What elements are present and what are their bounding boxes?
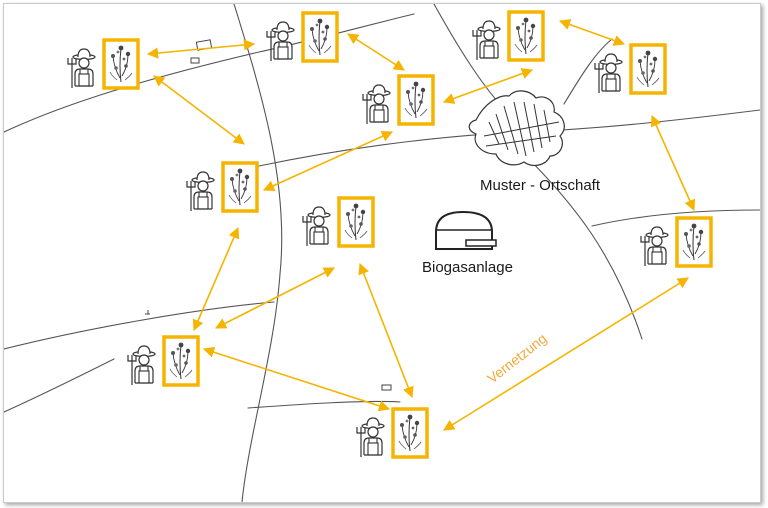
farmer-icon [127,345,156,386]
wildflower-field-icon [301,11,339,63]
network-link-arrow [153,75,245,145]
farmer-icon [266,21,295,62]
wildflower-field-icon [221,161,259,213]
biogas-dome-icon [435,210,497,250]
network-link-arrow [146,39,256,59]
farmer-icon [362,84,391,125]
biogas-label: Biogasanlage [422,259,513,276]
farmer-icon [640,226,669,267]
wildflower-field-icon [507,10,545,62]
network-link-arrow [443,277,689,431]
settlement-icon [468,90,565,166]
farmer-icon [356,417,385,458]
farm-node [594,43,667,95]
wildflower-field-icon [675,216,713,268]
farmer-icon [186,171,215,212]
farm-node [186,161,259,213]
map-frame: Muster - Ortschaft Biogasanlage Vernetzu… [3,3,761,503]
farmer-icon [472,20,501,61]
network-link-arrow [215,267,335,329]
network-link-arrow [262,131,394,191]
farm-node [302,196,375,248]
farmer-icon [67,48,96,89]
farm-node [67,38,140,90]
wildflower-field-icon [391,407,429,459]
farmer-icon [302,206,331,247]
farm-node [356,407,429,459]
network-link-arrow [192,226,240,332]
network-link-arrow [202,346,391,412]
farm-node [127,335,200,387]
wildflower-field-icon [337,196,375,248]
wildflower-field-icon [397,74,435,126]
network-link-arrow [442,68,534,104]
farmer-icon [594,53,623,94]
settlement-label: Muster - Ortschaft [480,177,601,194]
farm-node [472,10,545,62]
wildflower-field-icon [102,38,140,90]
wildflower-field-icon [162,335,200,387]
farm-node [640,216,713,268]
network-label: Vernetzung [484,330,550,386]
network-links [146,19,696,431]
network-link-arrow [347,33,405,71]
wildflower-field-icon [629,43,667,95]
farm-node [362,74,435,126]
network-map: Muster - Ortschaft Biogasanlage Vernetzu… [4,4,760,502]
network-link-arrow [358,262,414,399]
network-link-arrow [650,114,696,212]
network-link-arrow [558,19,626,46]
farm-node [266,11,339,63]
